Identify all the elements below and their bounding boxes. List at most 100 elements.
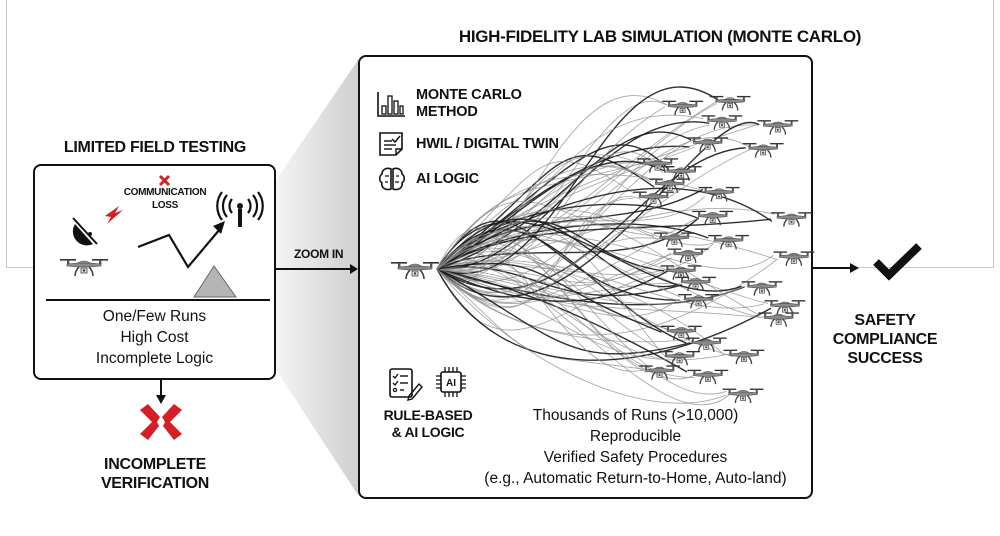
trajectory-line [436,221,742,292]
trajectory-line [436,154,644,284]
trajectory-line [436,245,645,372]
trajectory-line [436,173,700,270]
trajectory-line [436,151,663,270]
trajectory-line [436,187,773,270]
trajectory-line [436,237,727,395]
rule-based-label: RULE-BASED & AI LOGIC [378,407,478,441]
trajectory-line [436,121,760,298]
brain-icon [378,167,406,191]
trajectory-line [436,233,775,270]
trajectory-line [436,252,672,284]
feature-ai-logic: AI LOGIC [378,166,479,192]
destination-drone-icon [722,348,766,365]
incomplete-verification-label: INCOMPLETE VERIFICATION [90,455,220,493]
trajectory-line [436,124,759,282]
success-arrowhead [850,263,859,273]
bar-chart-icon [377,92,405,117]
broken-x-icon [140,404,182,440]
trajectory-line [436,268,688,373]
safety-compliance-label: SAFETY COMPLIANCE SUCCESS [830,311,940,368]
ai-chip-icon: AI [436,367,466,397]
origin-drone-icon [390,261,440,280]
comm-loss-line-2: LOSS [151,200,179,211]
lab-simulation-panel: MONTE CARLO METHOD HWIL / DIGITAL TWIN A… [358,55,815,499]
feature-hwil: HWIL / DIGITAL TWIN [378,131,559,157]
funnel-shape [276,60,358,495]
feature-ai-logic-label: AI LOGIC [416,170,479,187]
failure-line-2: VERIFICATION [100,475,210,492]
rule-based-line-1: RULE-BASED [383,407,473,423]
radio-tower-icon [216,191,264,227]
lab-details: Thousands of Runs (>10,000) Reproducible… [460,405,811,489]
trajectory-line [436,268,772,361]
success-line-3: SUCCESS [847,350,923,367]
zoom-in-label: ZOOM IN [294,247,344,261]
lab-detail-runs: Thousands of Runs (>10,000) [532,407,739,424]
destination-drone-icon [757,311,800,328]
feature-hwil-label: HWIL / DIGITAL TWIN [416,135,559,152]
trajectory-line [436,216,657,270]
trajectory-line [436,218,677,288]
document-check-icon [379,132,403,156]
feature-monte-carlo: MONTE CARLO METHOD [376,87,522,121]
trajectory-line [436,229,687,344]
trajectory-line [436,223,709,270]
drone-icon [59,258,109,277]
trajectory-line [436,268,691,355]
destination-drone-icon [698,186,741,203]
monte-carlo-line-1: MONTE CARLO [416,87,522,103]
red-x-icon [158,174,171,187]
lab-simulation-title: HIGH-FIDELITY LAB SIMULATION (MONTE CARL… [458,27,862,46]
destination-drone-icon [686,369,729,385]
trajectory-line [436,218,772,270]
rule-based-line-2: & AI LOGIC [391,424,465,440]
feature-monte-carlo-label: MONTE CARLO METHOD [416,87,522,121]
trajectory-line [436,227,648,373]
trajectory-line [436,230,681,298]
communication-loss-label: COMMUNICATION LOSS [110,186,220,212]
monte-carlo-line-2: METHOD [416,104,478,120]
comm-loss-line-1: COMMUNICATION [123,187,207,198]
trajectory-fan [390,86,815,406]
lab-detail-examples: (e.g., Automatic Return-to-Home, Auto-la… [484,470,787,487]
success-line-2: COMPLIANCE [832,331,938,348]
trajectory-line [436,252,678,305]
destination-drone-icon [685,336,728,353]
failure-line-1: INCOMPLETE [104,456,206,473]
success-line-1: SAFETY [854,312,916,329]
field-illustration [59,174,264,298]
trajectory-line [436,217,761,316]
field-detail-runs: One/Few Runs [102,308,207,325]
trajectory-line [436,243,695,379]
destination-drone-icon [686,136,729,153]
zoom-arrowhead [350,264,358,274]
failure-arrowhead [156,395,166,404]
zigzag-flight-path-arrow [137,221,225,269]
field-detail-logic: Incomplete Logic [95,350,214,367]
field-testing-panel: COMMUNICATION LOSS One/Few Runs High Cos… [33,164,276,380]
trajectory-line [436,259,765,309]
destination-drone-icon [661,99,704,116]
checkmark-icon [873,243,922,281]
trajectory-line [436,106,666,273]
destination-drone-icon [658,350,701,367]
ai-chip-text: AI [446,378,456,389]
field-testing-title: LIMITED FIELD TESTING [63,139,247,156]
trajectory-line [436,268,679,317]
lightning-icon [105,206,123,224]
lab-detail-verified: Verified Safety Procedures [543,449,728,466]
trajectory-line [436,121,710,270]
trajectory-line [436,259,661,360]
destination-drone-icon [740,280,784,297]
destination-drone-icon [772,250,815,267]
lab-detail-reproducible: Reproducible [589,428,682,445]
mountain-icon [193,265,237,298]
field-detail-cost: High Cost [120,329,189,346]
checklist-pencil-icon [389,368,423,401]
trajectory-line [436,209,715,270]
destination-drone-icon [756,119,799,136]
destination-drone-icon [709,95,752,112]
trajectory-line [436,165,651,270]
trajectory-line [436,262,662,333]
